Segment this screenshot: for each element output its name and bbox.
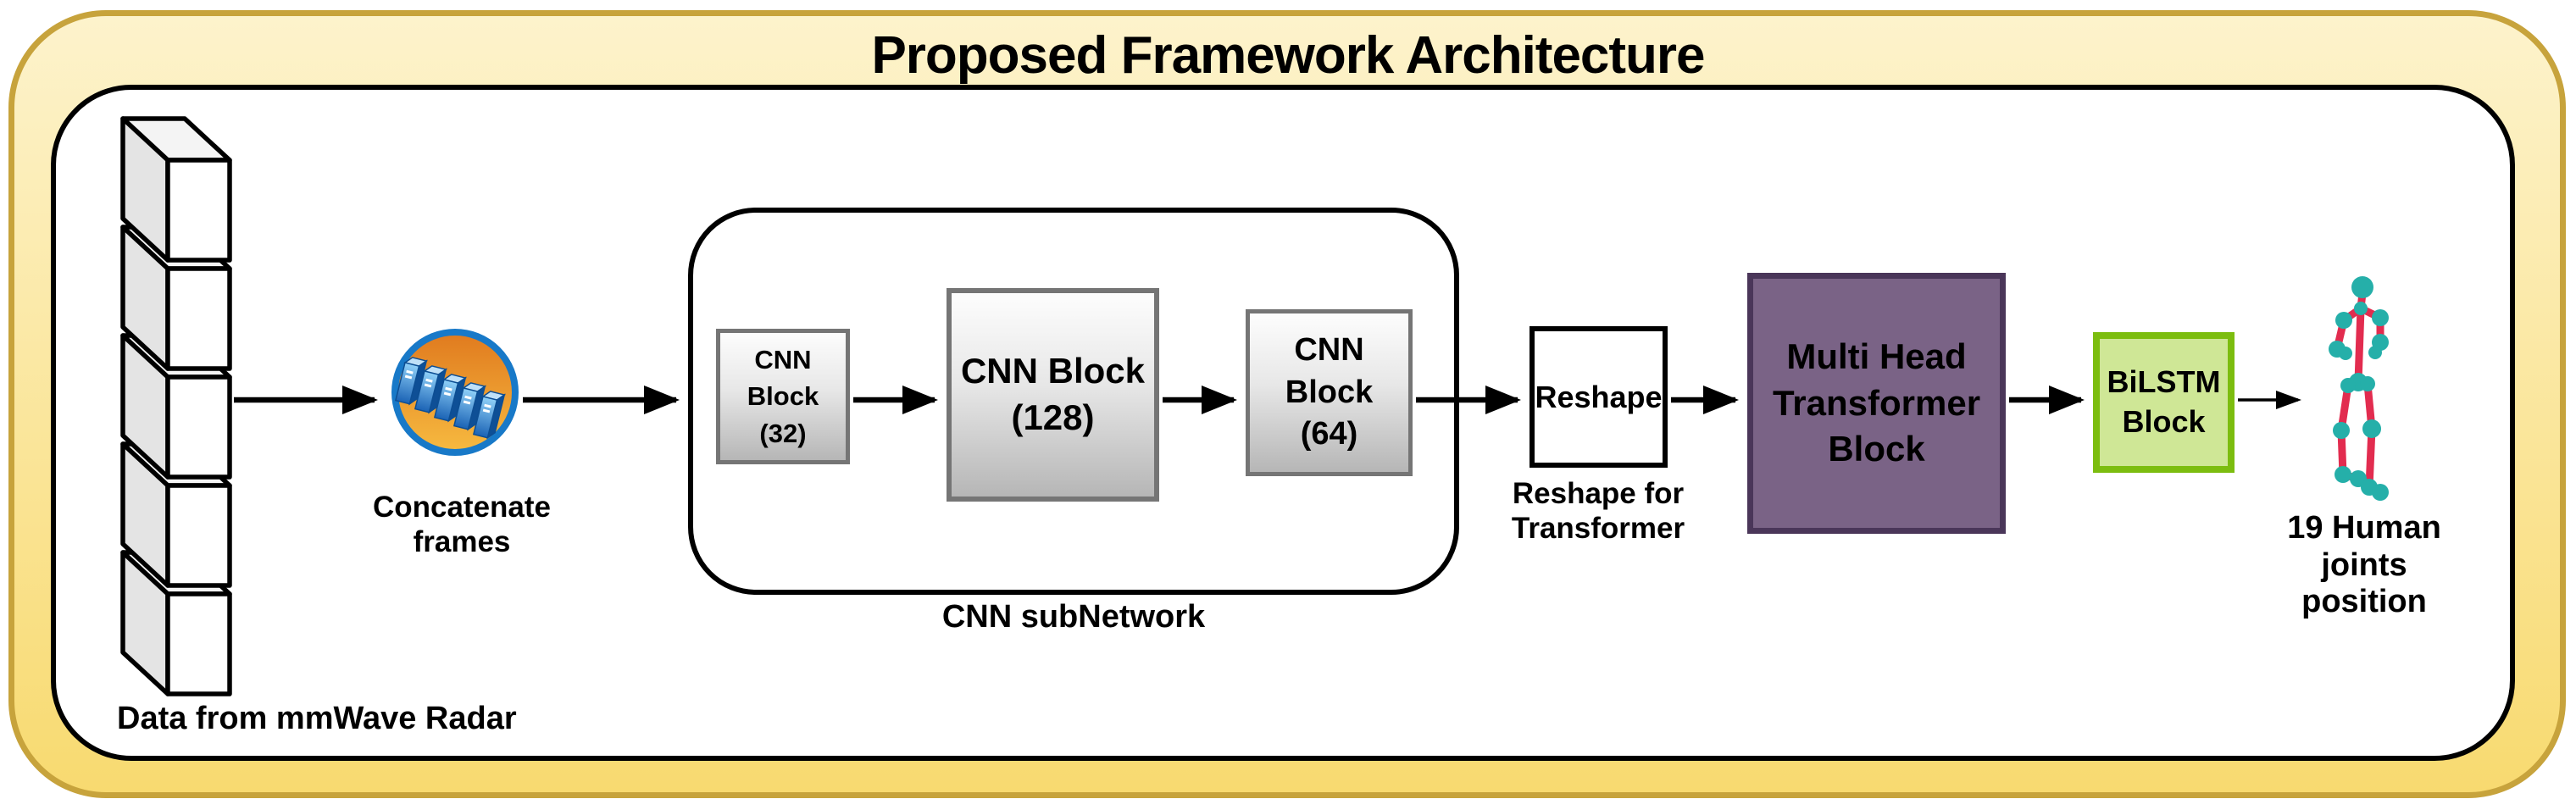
cnn-block-32: CNN Block (32) xyxy=(716,329,850,464)
page-title: Proposed Framework Architecture xyxy=(871,26,1705,85)
reshape-box: Reshape xyxy=(1530,326,1668,468)
radar-data-label: Data from mmWave Radar xyxy=(117,701,517,736)
cnn-subnetwork-label: CNN subNetwork xyxy=(941,599,1206,635)
transformer-block: Multi Head Transformer Block xyxy=(1747,273,2006,534)
output-joints-label: 19 Human joints position xyxy=(2287,510,2441,620)
concatenate-label: Concatenate frames xyxy=(372,491,552,559)
bilstm-block: BiLSTM Block xyxy=(2093,332,2235,473)
cnn-block-128: CNN Block (128) xyxy=(947,288,1159,502)
reshape-label: Reshape for Transformer xyxy=(1511,477,1685,546)
cnn-block-64: CNN Block (64) xyxy=(1246,309,1413,476)
